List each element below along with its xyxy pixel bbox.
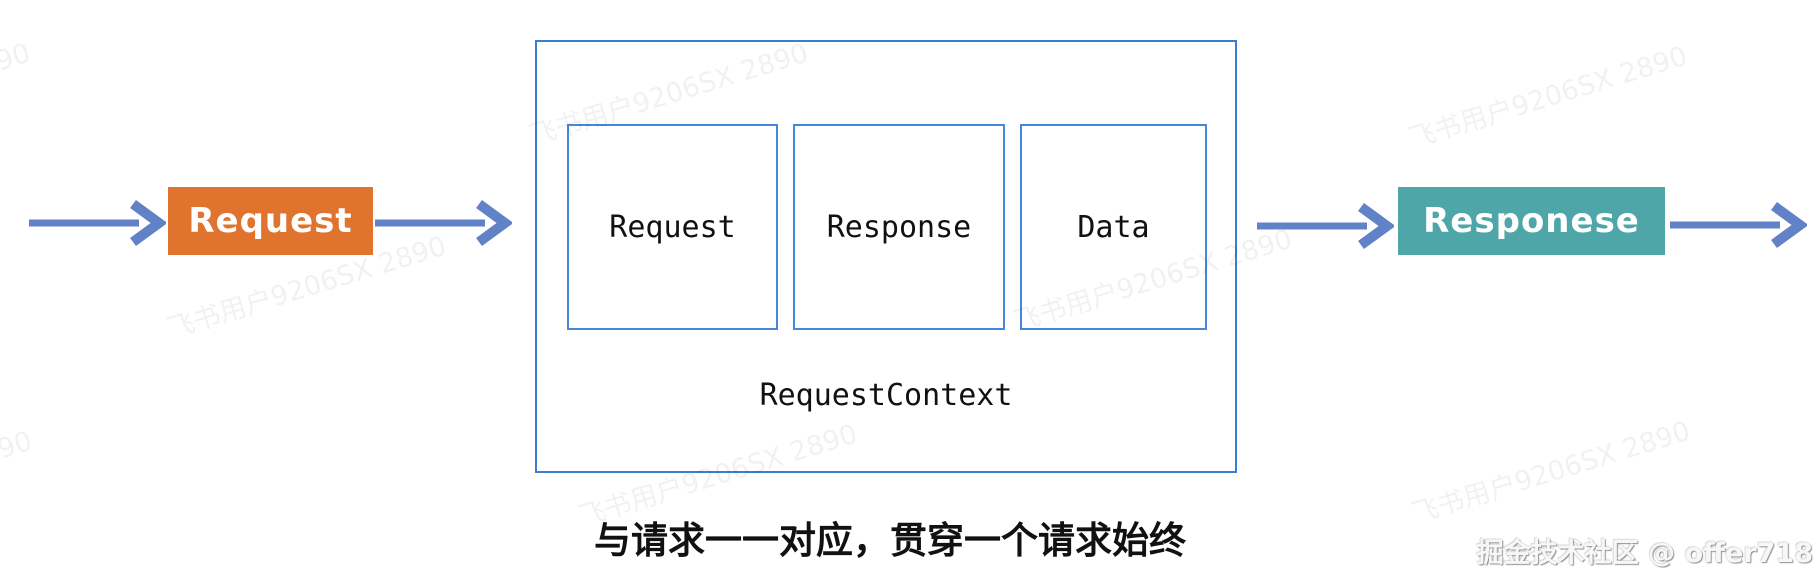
- footnote-caption: 与请求一一对应，贯穿一个请求始终: [594, 519, 1186, 562]
- flow-arrow-in-icon: [29, 199, 166, 247]
- request-node-label: Request: [188, 201, 353, 241]
- context-item-data: Data: [1020, 124, 1207, 330]
- response-node-label: Responese: [1423, 201, 1640, 241]
- feishu-watermark: 飞书用户9206SX 2890: [1404, 40, 1691, 156]
- context-caption: RequestContext: [759, 378, 1013, 413]
- juejin-credit: 掘金技术社区 @ offer718: [1476, 538, 1813, 569]
- flow-arrow-out-icon: [1670, 201, 1807, 249]
- feishu-watermark: 飞书用户9206SX 2890: [0, 425, 36, 540]
- response-node: Responese: [1398, 187, 1665, 255]
- context-item-response-label: Response: [826, 209, 972, 245]
- feishu-watermark: 飞书用户9206SX 2890: [0, 37, 34, 152]
- context-item-data-label: Data: [1077, 209, 1150, 245]
- request-context-box: Request Response Data RequestContext: [535, 40, 1237, 473]
- request-node: Request: [168, 187, 373, 255]
- context-item-request-label: Request: [609, 209, 736, 245]
- flow-arrow-to-response-icon: [1257, 202, 1394, 250]
- context-item-response: Response: [793, 124, 1005, 330]
- feishu-watermark: 飞书用户9206SX 2890: [1407, 415, 1694, 531]
- flow-arrow-to-context-icon: [375, 199, 512, 247]
- context-item-request: Request: [567, 124, 778, 330]
